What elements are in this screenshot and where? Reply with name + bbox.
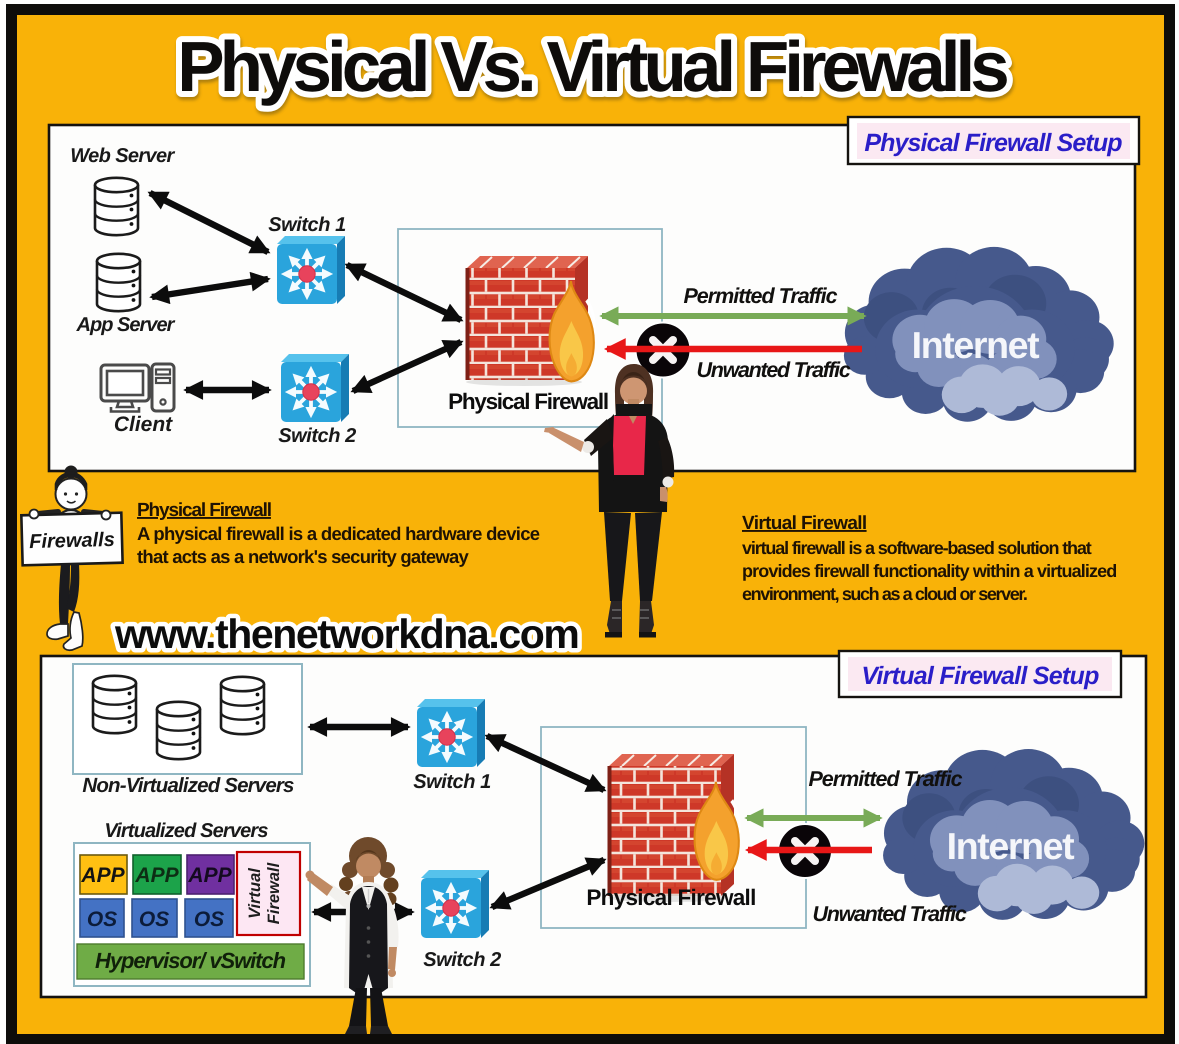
- svg-text:APP: APP: [134, 864, 179, 887]
- svg-text:Hypervisor/ vSwitch: Hypervisor/ vSwitch: [95, 948, 286, 973]
- svg-text:Switch 2: Switch 2: [423, 949, 501, 971]
- svg-text:Virtual Firewall: Virtual Firewall: [742, 513, 867, 534]
- svg-text:Switch 1: Switch 1: [268, 214, 346, 236]
- svg-text:Unwanted Traffic: Unwanted Traffic: [813, 902, 967, 926]
- svg-text:OS: OS: [87, 908, 117, 931]
- svg-text:Internet: Internet: [912, 324, 1041, 366]
- svg-text:OS: OS: [139, 908, 169, 931]
- svg-text:environment, such as a cloud o: environment, such as a cloud or server.: [742, 584, 1027, 604]
- svg-text:provides firewall functionalit: provides firewall functionality within a…: [742, 561, 1116, 581]
- svg-text:Virtual Firewall Setup: Virtual Firewall Setup: [861, 662, 1099, 690]
- svg-text:virtual firewall is a software: virtual firewall is a software-based sol…: [742, 538, 1092, 558]
- svg-text:Firewall: Firewall: [265, 862, 283, 924]
- svg-text:App Server: App Server: [75, 314, 175, 336]
- svg-text:Web Server: Web Server: [70, 145, 175, 167]
- svg-text:Client: Client: [114, 413, 173, 436]
- svg-text:Virtualized Servers: Virtualized Servers: [104, 820, 268, 842]
- svg-text:Switch 2: Switch 2: [278, 425, 356, 447]
- svg-text:A physical firewall is a dedic: A physical firewall is a dedicated hardw…: [137, 523, 540, 544]
- svg-text:APP: APP: [187, 864, 232, 887]
- svg-text:Permitted Traffic: Permitted Traffic: [808, 767, 962, 791]
- svg-text:Physical Firewall: Physical Firewall: [137, 500, 271, 521]
- svg-text:Unwanted Traffic: Unwanted Traffic: [697, 358, 851, 382]
- svg-text:OS: OS: [194, 908, 224, 931]
- svg-text:APP: APP: [80, 864, 125, 887]
- svg-text:Physical Firewall: Physical Firewall: [448, 389, 608, 414]
- svg-text:that acts as a network's secur: that acts as a network's security gatewa…: [137, 546, 470, 567]
- svg-text:Physical Firewall Setup: Physical Firewall Setup: [864, 129, 1122, 157]
- svg-text:Permitted Traffic: Permitted Traffic: [683, 284, 837, 308]
- svg-text:Firewalls: Firewalls: [29, 529, 115, 553]
- svg-text:www.thenetworkdna.com: www.thenetworkdna.com: [114, 611, 578, 657]
- svg-text:Physical Firewall: Physical Firewall: [586, 885, 755, 910]
- svg-text:Internet: Internet: [947, 825, 1076, 867]
- svg-text:Physical Vs. Virtual Firewalls: Physical Vs. Virtual Firewalls: [177, 28, 1007, 107]
- svg-text:Switch 1: Switch 1: [413, 771, 491, 793]
- svg-text:Virtual: Virtual: [246, 868, 264, 919]
- svg-text:Non-Virtualized Servers: Non-Virtualized Servers: [82, 774, 294, 797]
